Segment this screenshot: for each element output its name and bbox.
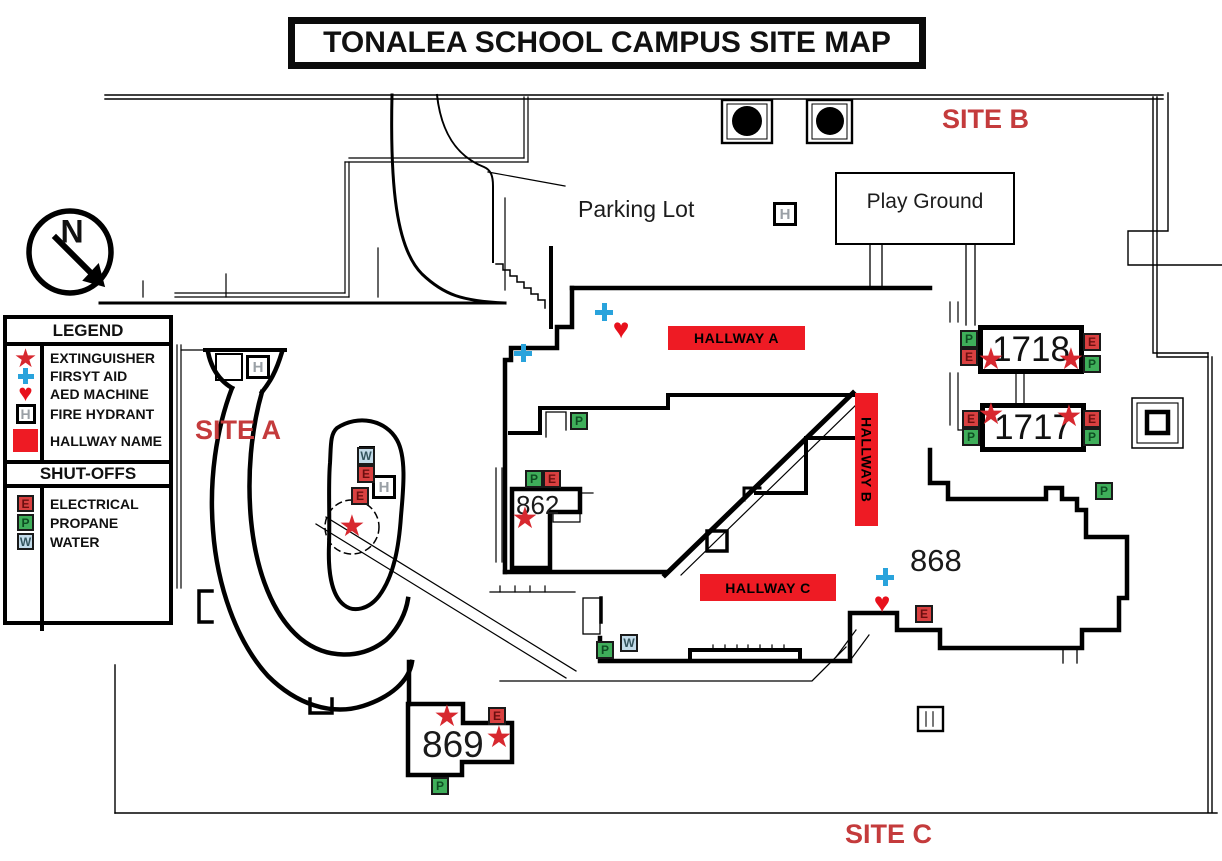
electrical-shutoff-marker: E xyxy=(915,605,933,623)
play-ground-label: Play Ground xyxy=(866,190,984,213)
north-arrow-label: N xyxy=(60,213,84,250)
legend-item-label: PROPANE xyxy=(50,514,119,531)
propane-shutoff-marker: P xyxy=(962,428,980,446)
parking-lot-label: Parking Lot xyxy=(578,196,695,222)
site-b-label: SITE B xyxy=(942,104,1030,134)
first-aid-marker xyxy=(876,568,894,586)
electrical-shutoff-marker: E xyxy=(543,470,561,488)
extinguisher-marker xyxy=(976,345,1006,375)
legend-item-label: ELECTRICAL xyxy=(50,495,139,512)
extinguisher-marker xyxy=(1054,402,1084,432)
electrical-shutoff-marker: E xyxy=(488,707,506,725)
propane-shutoff-marker: P xyxy=(1083,428,1101,446)
legend-divider xyxy=(40,488,44,631)
extinguisher-marker xyxy=(510,504,540,534)
play-ground-area: Play Ground xyxy=(835,172,1015,245)
electrical-shutoff-marker: E xyxy=(357,465,375,483)
legend-divider xyxy=(40,346,44,460)
propane-shutoff-marker: P xyxy=(596,641,614,659)
map-title: TONALEA SCHOOL CAMPUS SITE MAP xyxy=(323,26,891,59)
aed-heart-icon: ♥ xyxy=(18,380,33,407)
electrical-shutoff-marker: E xyxy=(960,348,978,366)
electrical-shutoff-marker: E xyxy=(1083,333,1101,351)
extinguisher-marker xyxy=(976,400,1006,430)
water-shutoff-icon: W xyxy=(17,533,34,550)
propane-shutoff-marker: P xyxy=(960,330,978,348)
building-label-868: 868 xyxy=(910,543,962,578)
legend-item-label: FIRSYT AID xyxy=(50,368,128,384)
first-aid-marker xyxy=(595,303,613,321)
site-a-label: SITE A xyxy=(195,415,282,445)
fire-hydrant-marker: H xyxy=(372,475,396,499)
fire-hydrant-marker: H xyxy=(246,355,270,379)
electrical-shutoff-marker: E xyxy=(351,487,369,505)
propane-shutoff-marker: P xyxy=(1095,482,1113,500)
map-title-box: TONALEA SCHOOL CAMPUS SITE MAP xyxy=(288,17,926,69)
first-aid-cross-icon xyxy=(17,368,34,384)
hallway-banner-hallway-b: HALLWAY B xyxy=(855,393,878,526)
propane-shutoff-marker: P xyxy=(525,470,543,488)
fire-hydrant-icon: H xyxy=(15,403,36,424)
legend-item-label: EXTINGUISHER xyxy=(50,350,156,366)
extinguisher-marker xyxy=(337,512,367,542)
aed-marker xyxy=(608,316,634,342)
extinguisher-marker xyxy=(432,702,462,732)
extinguisher-star-icon: ★ xyxy=(13,343,38,373)
propane-shutoff-marker: P xyxy=(1083,355,1101,373)
extinguisher-marker xyxy=(484,723,514,753)
legend-title: LEGEND xyxy=(7,319,169,346)
propane-shutoff-icon: P xyxy=(17,514,34,531)
hallway-banner-hallway-a: HALLWAY A xyxy=(668,326,805,350)
aed-marker xyxy=(869,590,895,616)
first-aid-marker xyxy=(514,344,532,362)
legend-panel: LEGEND ★ EXTINGUISHER FIRSYT AID ♥ AED M… xyxy=(3,315,173,631)
fire-hydrant-marker: H xyxy=(773,202,797,226)
legend-item-label: AED MACHINE xyxy=(50,386,149,402)
extinguisher-marker xyxy=(1056,345,1086,375)
water-shutoff-marker: W xyxy=(357,447,375,465)
electrical-shutoff-marker: E xyxy=(1083,410,1101,428)
propane-shutoff-marker: P xyxy=(570,412,588,430)
legend-item-label: HALLWAY NAME xyxy=(50,432,163,449)
legend-item-label: WATER xyxy=(50,533,100,550)
electrical-shutoff-marker: E xyxy=(962,410,980,428)
legend-item-label: FIRE HYDRANT xyxy=(50,405,155,422)
legend-shutoffs-title: SHUT-OFFS xyxy=(7,460,169,488)
electrical-shutoff-icon: E xyxy=(17,495,34,512)
hallway-banner-hallway-c: HALLWAY C xyxy=(700,574,836,601)
hallway-name-swatch-icon xyxy=(13,429,38,452)
site-c-label: SITE C xyxy=(845,819,933,849)
water-shutoff-marker: W xyxy=(620,634,638,652)
propane-shutoff-marker: P xyxy=(431,777,449,795)
